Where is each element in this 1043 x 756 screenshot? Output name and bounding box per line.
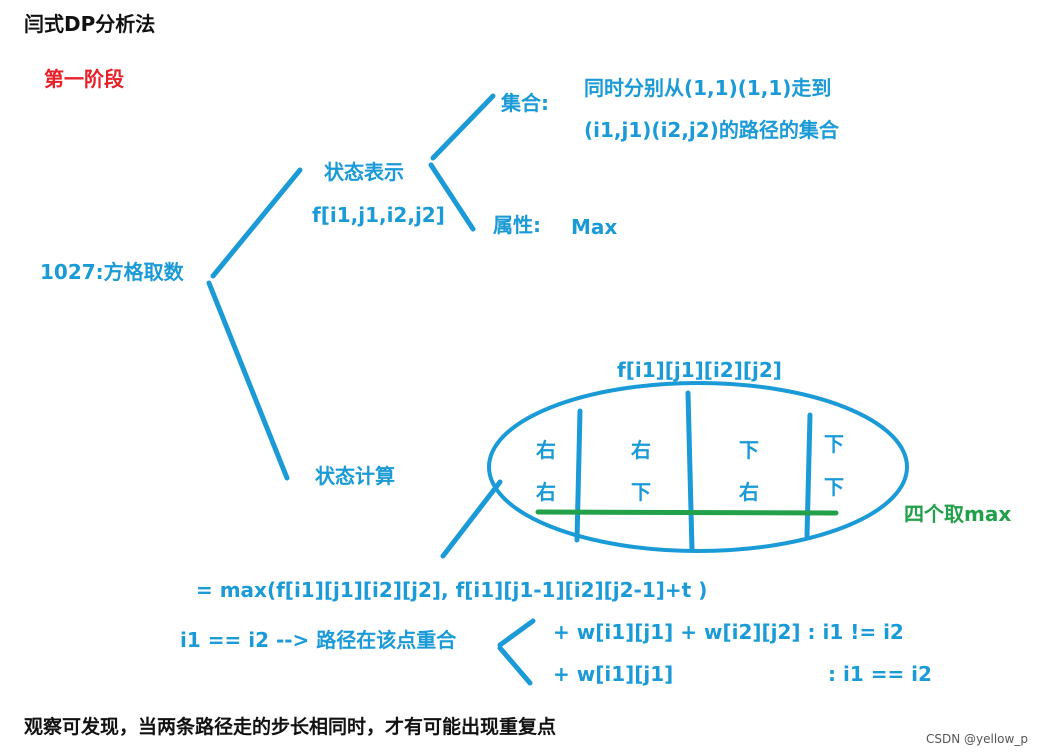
four-max-underline xyxy=(535,509,839,516)
cell-4-bottom: 下 xyxy=(824,475,844,499)
set-desc-line1: 同时分别从(1,1)(1,1)走到 xyxy=(584,76,832,100)
case-fork-lower xyxy=(497,645,533,686)
four-max-label: 四个取max xyxy=(904,502,1012,526)
diagram-title: 闫式DP分析法 xyxy=(24,12,156,36)
state-repr-formula: f[i1,j1,i2,j2] xyxy=(312,203,445,227)
branch-line-state-calc xyxy=(206,280,290,481)
oval-to-formula-line xyxy=(440,479,503,559)
stage-label: 第一阶段 xyxy=(44,67,124,91)
attr-value: Max xyxy=(571,215,618,239)
root-node: 1027:方格取数 xyxy=(40,260,184,284)
oval-title: f[i1][j1][i2][j2] xyxy=(617,358,782,382)
set-desc-line2: (i1,j1)(i2,j2)的路径的集合 xyxy=(584,118,839,142)
cell-1-bottom: 右 xyxy=(536,480,556,504)
oval-divider-3 xyxy=(804,412,813,539)
state-calc-node: 状态计算 xyxy=(315,464,395,488)
cell-1-top: 右 xyxy=(536,438,556,462)
cell-2-top: 右 xyxy=(631,438,651,462)
state-calc-oval xyxy=(487,381,909,553)
transition-formula: = max(f[i1][j1][i2][j2], f[i1][j1-1][i2]… xyxy=(196,578,708,602)
branch-line-state-repr xyxy=(210,167,303,279)
branch-line-set xyxy=(430,93,496,161)
case-equal-cond: : i1 == i2 xyxy=(828,662,932,686)
footer-note: 观察可发现，当两条路径走的步长相同时，才有可能出现重复点 xyxy=(24,716,557,738)
case-equal-expr: + w[i1][j1] xyxy=(553,662,674,686)
branch-line-attr xyxy=(428,162,476,232)
overlap-condition: i1 == i2 --> 路径在该点重合 xyxy=(180,628,457,652)
oval-divider-2 xyxy=(685,390,695,553)
cell-4-top: 下 xyxy=(824,432,844,456)
set-label: 集合: xyxy=(501,91,549,115)
cell-3-bottom: 右 xyxy=(739,480,759,504)
case-fork-upper xyxy=(497,618,536,648)
case-distinct: + w[i1][j1] + w[i2][j2] : i1 != i2 xyxy=(553,620,904,644)
oval-divider-1 xyxy=(574,408,583,543)
cell-3-top: 下 xyxy=(739,438,759,462)
attr-label: 属性: xyxy=(493,213,541,237)
state-repr-node: 状态表示 xyxy=(324,160,404,184)
watermark: CSDN @yellow_p xyxy=(926,732,1028,746)
cell-2-bottom: 下 xyxy=(631,480,651,504)
